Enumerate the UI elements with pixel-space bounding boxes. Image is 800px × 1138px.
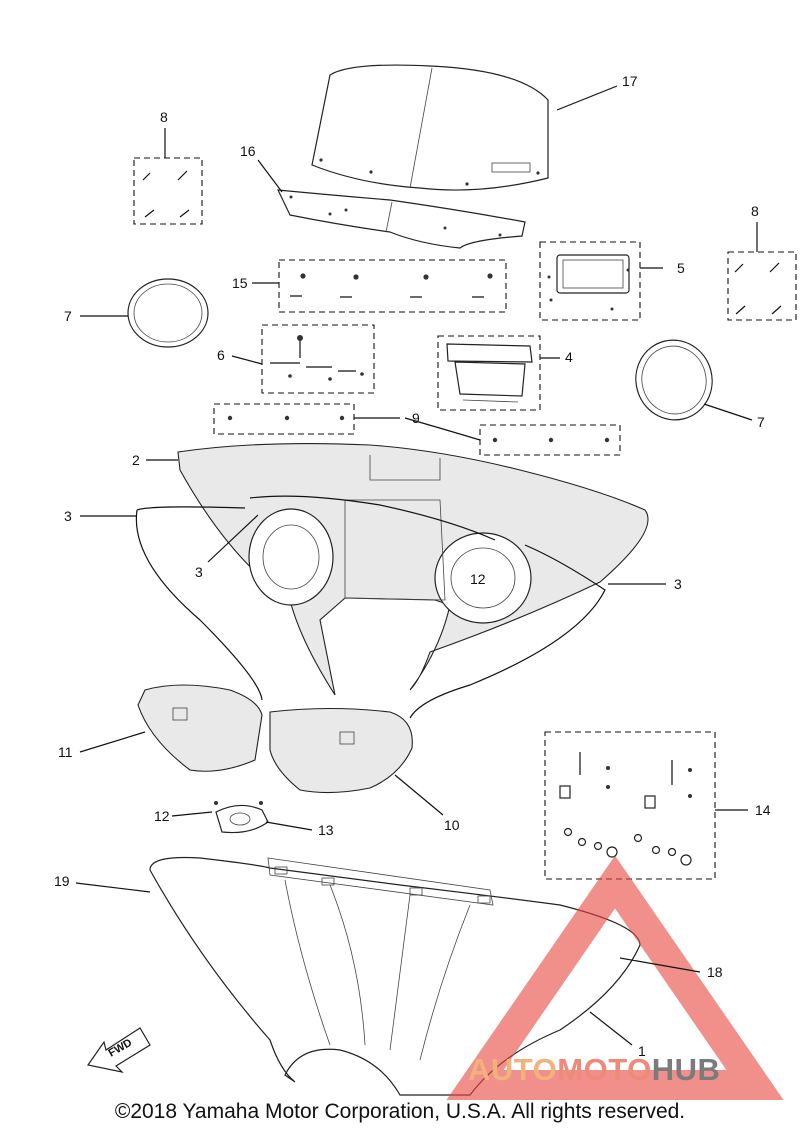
hardware-set-6 [261, 324, 375, 394]
callout-3-left: 3 [64, 508, 72, 524]
callout-6: 6 [217, 347, 225, 363]
callout-12-lower: 12 [154, 808, 170, 824]
callout-10: 10 [444, 817, 460, 833]
panel-10 [269, 707, 413, 794]
callout-7-right: 7 [757, 414, 765, 430]
bolt-set-8-left [133, 157, 203, 225]
callout-18: 18 [707, 964, 723, 980]
copyright-notice: ©2018 Yamaha Motor Corporation, U.S.A. A… [114, 1100, 686, 1123]
gasket-13 [214, 801, 269, 834]
speaker-ring-7-right [635, 339, 713, 421]
callout-16: 16 [240, 143, 256, 159]
callout-11: 11 [58, 744, 73, 760]
speaker-ring-7-left [127, 278, 209, 348]
screw-set-15 [278, 259, 507, 313]
callout-12-center: 12 [470, 571, 486, 587]
callout-5: 5 [677, 260, 685, 276]
nut-set-9-left [213, 403, 355, 435]
bolt-set-8-right [727, 251, 797, 321]
callout-8-right: 8 [751, 203, 759, 219]
callout-3-middle: 3 [195, 564, 203, 580]
callout-15: 15 [232, 275, 248, 291]
callout-4: 4 [565, 349, 573, 365]
watermark-hub: HUB [651, 1052, 721, 1087]
callout-14: 14 [755, 802, 771, 818]
callout-13: 13 [318, 822, 334, 838]
panel-11 [137, 684, 263, 772]
screen-5 [539, 241, 641, 321]
windshield-17 [311, 64, 549, 191]
callout-17: 17 [622, 73, 638, 89]
hardware-set-14 [544, 731, 716, 880]
callout-19: 19 [54, 873, 70, 889]
callout-2: 2 [132, 452, 140, 468]
callout-1: 1 [638, 1043, 646, 1059]
watermark-logo [446, 855, 784, 1100]
callout-labels: 8 8 17 16 15 5 7 6 4 9 7 2 3 3 12 3 11 1… [54, 73, 771, 1059]
fwd-arrow-icon: FWD [86, 1027, 151, 1073]
watermark-auto: AUTO [468, 1052, 558, 1087]
trim-strips-3 [135, 495, 606, 719]
inner-fairing-2 [177, 442, 649, 696]
nut-set-9-right [479, 424, 621, 456]
bracket-4 [437, 335, 541, 411]
callout-8-left: 8 [160, 109, 168, 125]
watermark-text: AUTOMOTOHUB [468, 1052, 720, 1088]
trim-strip-16 [276, 189, 526, 249]
watermark-moto: MOTO [557, 1052, 652, 1087]
leader-lines [75, 85, 758, 1046]
callout-9: 9 [412, 410, 420, 426]
callout-7-left: 7 [64, 308, 72, 324]
callout-3-right: 3 [674, 576, 682, 592]
